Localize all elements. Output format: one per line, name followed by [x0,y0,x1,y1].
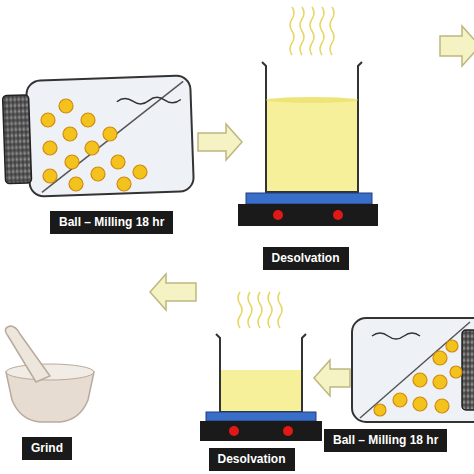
step-label: Desolvation [209,448,295,471]
ball-mill-jar [2,75,194,197]
step-label: Grind [22,437,72,460]
milling-balls [41,99,147,191]
mortar-pestle [5,326,94,422]
step-text: Ball – Milling 18 hr [59,215,164,230]
block-arrow [440,26,474,66]
steam [238,292,282,328]
block-arrow [198,124,242,160]
hot-plate [200,412,322,441]
step-text: Desolvation [218,452,286,467]
block-arrow [150,274,196,310]
step-label: Ball – Milling 18 hr [50,211,173,234]
ball-mill-jar [352,318,474,422]
milling-balls [374,340,462,416]
block-arrow [314,360,350,396]
step-text: Grind [31,441,63,456]
step-label: Ball – Milling 18 hr [324,429,447,452]
beaker [262,62,362,192]
hot-plate [238,193,378,226]
step-text: Ball – Milling 18 hr [333,433,438,448]
step-text: Desolvation [272,251,340,266]
steam [290,7,334,55]
step-label: Desolvation [263,247,349,270]
beaker [216,334,306,412]
